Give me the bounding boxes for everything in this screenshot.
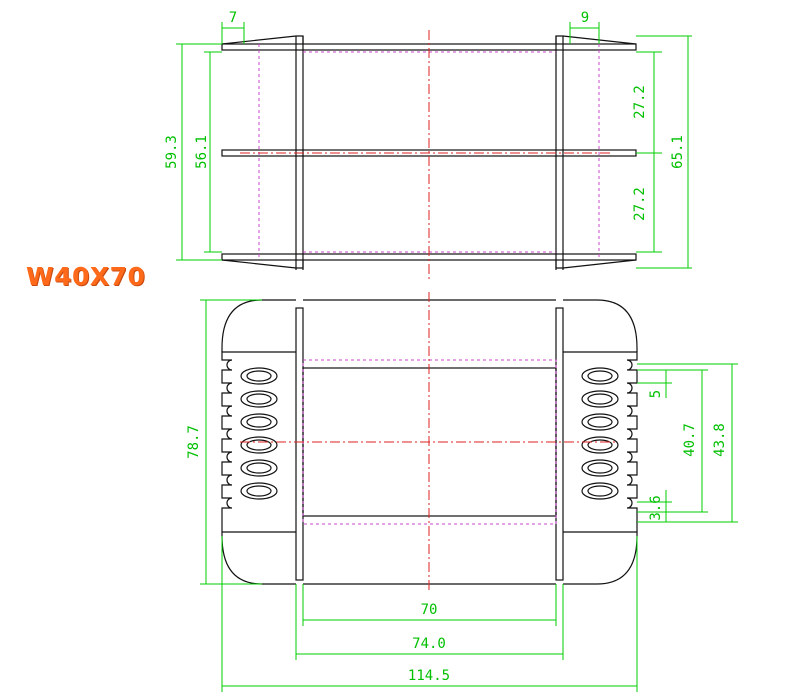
pin-hole: [581, 482, 619, 500]
pin-hole: [581, 436, 619, 454]
pin-hole-inner: [587, 370, 613, 382]
dim-top-left-width: 7: [229, 10, 237, 26]
pin-hole: [581, 390, 619, 408]
dim-pin-pitch: 5: [648, 390, 664, 398]
wedge-top-right: [555, 35, 637, 45]
front-view: [221, 292, 638, 592]
dim-top-total-height: 65.1: [670, 135, 686, 169]
drawing-title: W40X70: [26, 262, 146, 291]
dim-top-inner-height: 56.1: [194, 135, 210, 169]
dim-pin-overall: 43.8: [712, 423, 728, 457]
dim-window-width: 70: [421, 602, 438, 618]
left-flange: [295, 307, 304, 581]
top-view-dimensions: 7 9 59.3 56.1 27.2 27.2 65.1: [164, 10, 692, 269]
pin-hole-inner: [246, 370, 272, 382]
front-view-dimensions: 78.7 5 3.6 40.7 43.8 70 74.0 114.5: [186, 299, 738, 692]
pin-hole: [581, 459, 619, 477]
pin-hole: [240, 459, 278, 477]
left-pin-comb: [221, 351, 296, 533]
wedge-top-left: [221, 35, 304, 45]
pin-hole-inner: [246, 416, 272, 428]
top-view: [221, 30, 637, 282]
pin-hole: [240, 390, 278, 408]
pin-hole-inner: [587, 416, 613, 428]
pin-hole: [240, 413, 278, 431]
pin-hole-inner: [587, 439, 613, 451]
pin-hole-inner: [587, 393, 613, 405]
pin-hole: [581, 413, 619, 431]
dim-top-segment-lower: 27.2: [632, 187, 648, 221]
pin-hole-inner: [246, 439, 272, 451]
dim-overall-width: 114.5: [408, 668, 450, 684]
right-pin-comb: [563, 351, 638, 533]
pin-hole: [240, 436, 278, 454]
right-comb-edge: [563, 351, 638, 533]
pin-hole-inner: [587, 485, 613, 497]
dim-front-height: 78.7: [186, 425, 202, 459]
dim-flange-width: 74.0: [412, 636, 446, 652]
dim-pin-offset: 3.6: [648, 495, 664, 520]
wedge-bottom-right: [555, 259, 637, 269]
pin-hole-inner: [587, 462, 613, 474]
pin-hole-inner: [246, 393, 272, 405]
wedge-bottom-left: [221, 259, 304, 269]
left-comb-edge: [221, 351, 296, 533]
right-flange: [555, 307, 564, 581]
pin-hole-inner: [246, 485, 272, 497]
dim-pin-span: 40.7: [682, 423, 698, 457]
dim-top-outer-height: 59.3: [164, 135, 180, 169]
pin-hole: [581, 367, 619, 385]
dim-top-right-width: 9: [581, 10, 589, 26]
pin-hole-inner: [246, 462, 272, 474]
dim-top-segment-upper: 27.2: [632, 85, 648, 119]
pin-hole: [240, 367, 278, 385]
pin-hole: [240, 482, 278, 500]
